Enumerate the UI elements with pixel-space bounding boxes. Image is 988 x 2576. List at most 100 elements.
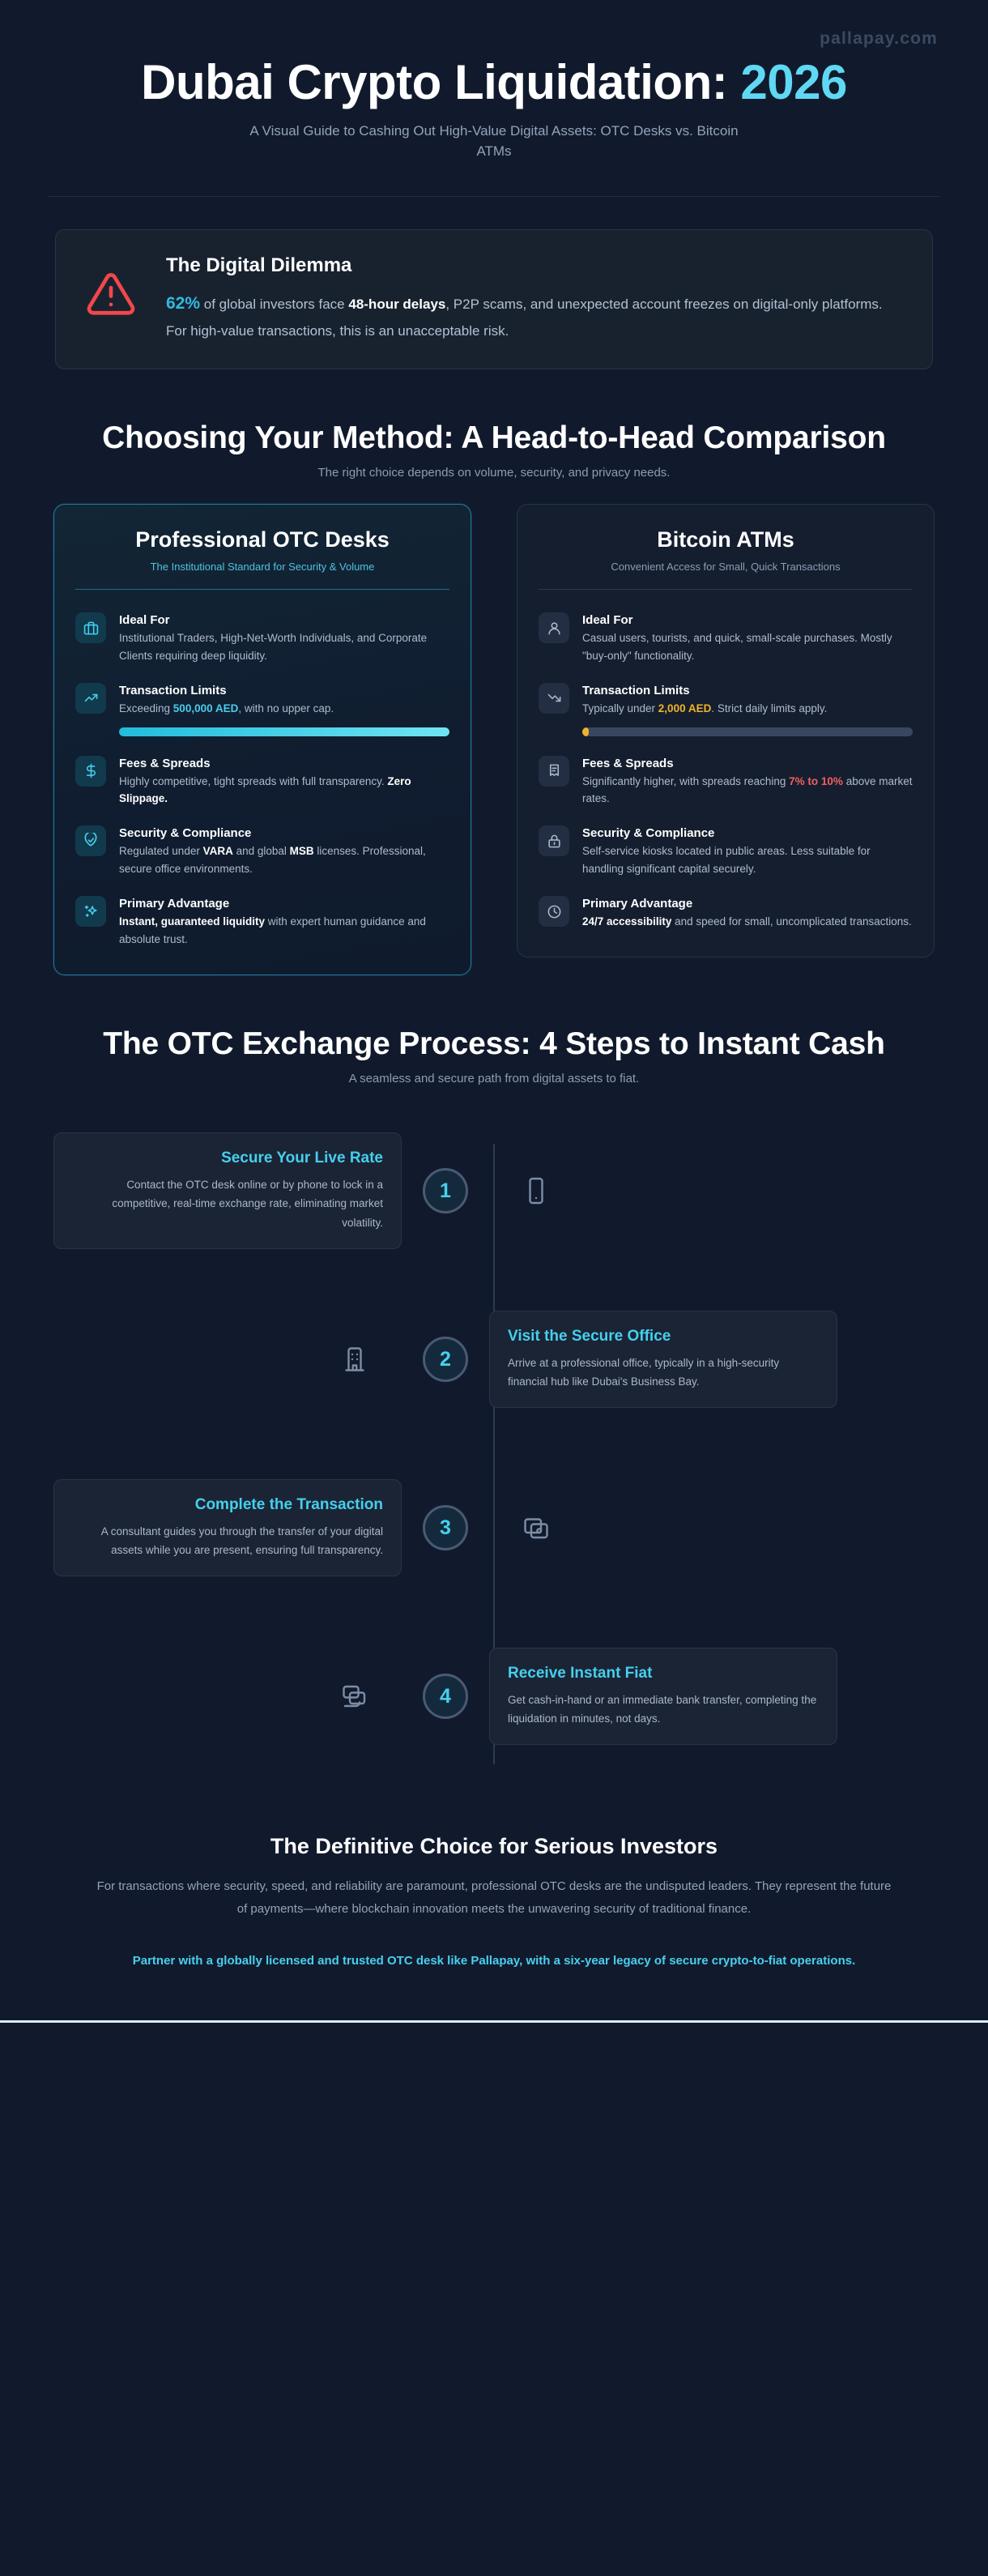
step-title: Receive Instant Fiat xyxy=(508,1664,653,1682)
timeline-step-1: Secure Your Live Rate Contact the OTC de… xyxy=(53,1107,935,1275)
atm-feature-text: Self-service kiosks located in public ar… xyxy=(582,845,871,876)
briefcase-icon xyxy=(75,612,106,644)
trending-down-icon xyxy=(539,682,569,714)
building-icon xyxy=(53,1345,402,1374)
comparison-subheading: The right choice depends on volume, secu… xyxy=(317,466,671,480)
otc-divider xyxy=(75,589,449,591)
otc-feature-text: Institutional Traders, High-Net-Worth In… xyxy=(119,632,428,662)
atm-feature-text: Significantly higher, with spreads reach… xyxy=(582,773,913,808)
atm-limit-bar-fill xyxy=(582,727,590,736)
user-icon xyxy=(539,612,569,644)
otc-feature-text: Highly competitive, tight spreads with f… xyxy=(119,773,449,808)
footer-heading: The Definitive Choice for Serious Invest… xyxy=(270,1834,718,1859)
step-number-badge: 2 xyxy=(423,1337,468,1383)
atm-feature-body: Transaction Limits Typically under 2,000… xyxy=(582,683,913,738)
step-2-card-side: Visit the Secure Office Arrive at a prof… xyxy=(489,1310,837,1409)
timeline-step-2: 2 Visit the Secure Office Arrive at a pr… xyxy=(53,1275,935,1444)
otc-feature-text: Instant, guaranteed liquidity with exper… xyxy=(119,913,449,949)
step-1-card-side: Secure Your Live Rate Contact the OTC de… xyxy=(53,1132,402,1249)
step-title: Visit the Secure Office xyxy=(508,1327,671,1345)
page-title: Dubai Crypto Liquidation: 2026 xyxy=(49,55,939,109)
dilemma-section: The Digital Dilemma 62% of global invest… xyxy=(0,197,988,369)
atm-feature-title: Fees & Spreads xyxy=(582,756,674,770)
otc-limit-bar-track xyxy=(119,727,449,736)
atm-feature-title: Primary Advantage xyxy=(582,897,693,911)
receipt-icon xyxy=(539,755,569,787)
atm-feature-body: Fees & Spreads Significantly higher, wit… xyxy=(582,756,913,808)
atm-limit-pre: Typically under xyxy=(582,702,658,714)
process-subheading: A seamless and secure path from digital … xyxy=(348,1072,640,1086)
step-3-card-side: Complete the Transaction A consultant gu… xyxy=(53,1478,402,1577)
otc-adv-bold: Instant, guaranteed liquidity xyxy=(119,915,266,928)
otc-sec-mid: and global xyxy=(232,845,290,858)
step-card: Visit the Secure Office Arrive at a prof… xyxy=(489,1310,837,1409)
otc-feature-title: Transaction Limits xyxy=(119,683,227,697)
otc-feature-body: Primary Advantage Instant, guaranteed li… xyxy=(119,896,449,949)
otc-limit-value: 500,000 AED xyxy=(172,702,239,714)
step-title: Complete the Transaction xyxy=(194,1495,383,1513)
atm-feature-fees: Fees & Spreads Significantly higher, wit… xyxy=(539,740,913,810)
hero-header: pallapay.com Dubai Crypto Liquidation: 2… xyxy=(0,0,988,162)
otc-feature-text: Regulated under VARA and global MSB lice… xyxy=(119,842,449,878)
otc-feature-body: Ideal For Institutional Traders, High-Ne… xyxy=(119,612,449,665)
atm-feature-title: Security & Compliance xyxy=(582,826,715,841)
atm-feature-body: Security & Compliance Self-service kiosk… xyxy=(582,825,913,878)
otc-feature-body: Transaction Limits Exceeding 500,000 AED… xyxy=(119,683,449,738)
step-2-node: 2 xyxy=(402,1337,489,1383)
atm-feature-title: Ideal For xyxy=(582,613,633,628)
otc-sec-msb: MSB xyxy=(289,845,314,858)
otc-feature-ideal-for: Ideal For Institutional Traders, High-Ne… xyxy=(75,596,449,667)
atm-feature-text: Casual users, tourists, and quick, small… xyxy=(582,632,892,662)
atm-feature-body: Primary Advantage 24/7 accessibility and… xyxy=(582,896,913,931)
atm-limit-post: . Strict daily limits apply. xyxy=(711,702,828,714)
comparison-heading: Choosing Your Method: A Head-to-Head Com… xyxy=(102,420,886,455)
comparison-columns: Professional OTC Desks The Institutional… xyxy=(0,480,988,975)
atm-feature-text: 24/7 accessibility and speed for small, … xyxy=(582,913,913,931)
footer-cta: Partner with a globally licensed and tru… xyxy=(132,1953,856,1968)
otc-feature-title: Fees & Spreads xyxy=(119,756,211,770)
atm-feature-transaction-limits: Transaction Limits Typically under 2,000… xyxy=(539,667,913,740)
atm-feature-body: Ideal For Casual users, tourists, and qu… xyxy=(582,612,913,665)
sparkles-icon xyxy=(75,896,106,928)
otc-limit-post: , with no upper cap. xyxy=(238,702,334,714)
step-text: Arrive at a professional office, typical… xyxy=(508,1356,780,1388)
step-card: Complete the Transaction A consultant gu… xyxy=(53,1478,402,1577)
atm-fees-value: 7% to 10% xyxy=(789,774,843,787)
otc-title: Professional OTC Desks xyxy=(135,527,390,552)
otc-feature-title: Security & Compliance xyxy=(119,826,252,841)
atm-divider xyxy=(539,589,913,591)
otc-feature-title: Primary Advantage xyxy=(119,897,230,911)
dilemma-body: The Digital Dilemma 62% of global invest… xyxy=(166,254,905,344)
comparison-section-heading: Choosing Your Method: A Head-to-Head Com… xyxy=(0,369,988,480)
step-text: A consultant guides you through the tran… xyxy=(100,1525,383,1557)
step-1-node: 1 xyxy=(402,1168,489,1214)
step-number-badge: 1 xyxy=(423,1168,468,1214)
atm-limit-bar-track xyxy=(582,727,913,736)
dilemma-text: 62% of global investors face 48-hour del… xyxy=(166,288,905,344)
otc-adv-post: with expert human guidance and absolute … xyxy=(119,915,426,945)
otc-limit-bar-fill xyxy=(119,727,449,736)
footer-body: For transactions where security, speed, … xyxy=(96,1879,892,1916)
footer-conclusion: The Definitive Choice for Serious Invest… xyxy=(0,1781,988,2004)
step-4-node: 4 xyxy=(402,1674,489,1720)
otc-feature-body: Security & Compliance Regulated under VA… xyxy=(119,825,449,878)
step-title: Secure Your Live Rate xyxy=(221,1149,383,1167)
otc-column: Professional OTC Desks The Institutional… xyxy=(53,504,471,975)
step-number-badge: 3 xyxy=(423,1505,468,1551)
page-subtitle: A Visual Guide to Cashing Out High-Value… xyxy=(249,122,739,160)
page-title-year: 2026 xyxy=(740,55,847,109)
atm-feature-primary-advantage: Primary Advantage 24/7 accessibility and… xyxy=(539,880,913,932)
otc-sec-post: licenses. Professional, secure office en… xyxy=(119,845,426,876)
site-watermark: pallapay.com xyxy=(820,29,938,48)
wallet-icon xyxy=(489,1513,837,1542)
dilemma-card: The Digital Dilemma 62% of global invest… xyxy=(55,228,933,369)
step-text: Get cash-in-hand or an immediate bank tr… xyxy=(508,1693,817,1725)
otc-sec-vara: VARA xyxy=(202,845,233,858)
timeline-step-4: 4 Receive Instant Fiat Get cash-in-hand … xyxy=(53,1612,935,1781)
page-title-main: Dubai Crypto Liquidation: xyxy=(141,55,741,109)
footer-accent-bar xyxy=(0,2020,988,2024)
step-number-badge: 4 xyxy=(423,1674,468,1720)
atm-adv-post: and speed for small, uncomplicated trans… xyxy=(671,915,912,928)
atm-feature-ideal-for: Ideal For Casual users, tourists, and qu… xyxy=(539,596,913,667)
